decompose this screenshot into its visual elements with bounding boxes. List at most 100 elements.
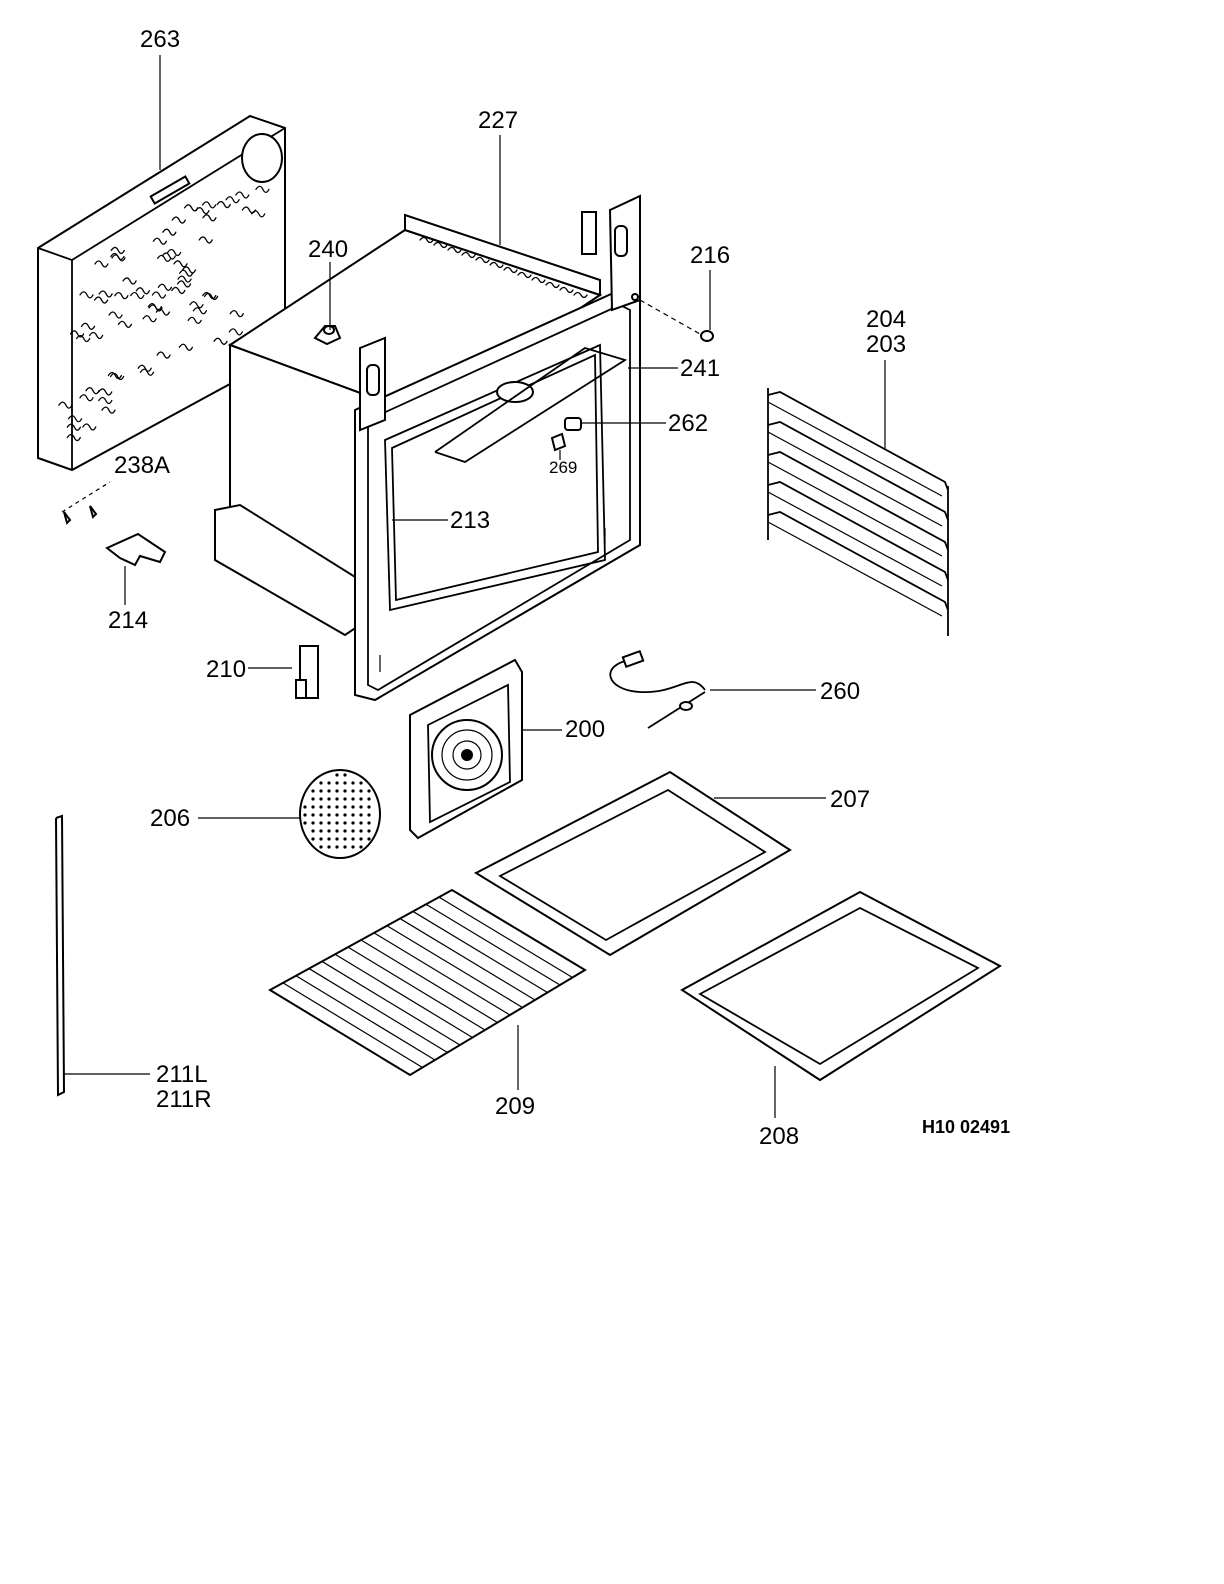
grille-hole	[343, 773, 347, 777]
insulation-texture-mark	[475, 256, 490, 264]
grille-hole	[303, 821, 307, 825]
grille-hole	[335, 837, 339, 841]
insulation-texture-mark	[228, 328, 243, 336]
insulation-texture-mark	[255, 185, 270, 193]
runner-rail-lower	[767, 461, 943, 557]
shelf-wire	[399, 918, 536, 1001]
callout-211R: 211R	[156, 1086, 212, 1113]
grille-hole	[359, 845, 363, 849]
callout-labels: 263 227 240 216 204 203 241 262 269 238A…	[108, 26, 1010, 1150]
runner-rail	[767, 451, 949, 551]
insulation-texture-mark	[202, 214, 217, 222]
grille-hole	[351, 797, 355, 801]
part-211-side-rail	[55, 814, 66, 1097]
grille-hole	[359, 789, 363, 793]
insulation-texture-mark	[503, 266, 518, 274]
grille-hole	[311, 797, 315, 801]
grille-hole	[359, 829, 363, 833]
insulation-texture-mark	[171, 216, 186, 224]
insulation-texture-mark	[117, 320, 133, 328]
insulation-texture-mark	[419, 236, 434, 244]
insulation-texture-mark	[229, 310, 244, 318]
grille-hole	[327, 829, 331, 833]
insulation-texture-mark	[181, 266, 197, 274]
drawing-code: H10 02491	[922, 1117, 1010, 1137]
grille-hole	[335, 813, 339, 817]
insulation-texture-mark	[187, 316, 202, 325]
insulation-texture-mark	[198, 236, 213, 244]
insulation-texture-mark	[545, 281, 560, 289]
shelf-wire	[425, 903, 561, 986]
grille-hole	[303, 805, 307, 809]
grille-hole	[311, 813, 315, 817]
insulation-texture-mark	[213, 337, 228, 345]
insulation-texture-mark	[156, 351, 171, 359]
part-200-fan-housing	[409, 658, 523, 840]
insulation-texture-mark	[167, 248, 182, 257]
grille-hole	[359, 805, 363, 809]
grille-hole	[335, 845, 339, 849]
grille-hole	[359, 781, 363, 785]
insulation-texture-mark	[114, 292, 129, 300]
insulation-texture-mark	[109, 372, 125, 381]
grille-hole	[319, 829, 323, 833]
insulation-texture-mark	[531, 276, 546, 284]
grille-hole	[303, 813, 307, 817]
callout-260: 260	[820, 678, 860, 705]
insulation-texture-mark	[82, 423, 97, 431]
insulation-texture-mark	[176, 280, 192, 288]
shelf-wire	[334, 953, 473, 1039]
callout-206: 206	[150, 805, 190, 832]
callout-214: 214	[108, 607, 148, 634]
part-214-bracket	[105, 532, 167, 567]
grille-hole	[319, 789, 323, 793]
shelf-wire	[412, 910, 548, 994]
callout-240: 240	[308, 236, 348, 263]
shelf-wire	[295, 975, 436, 1061]
grille-hole	[351, 829, 355, 833]
shelf-wire	[321, 960, 461, 1046]
insulation-texture-mark	[110, 252, 125, 261]
insulation-texture-mark	[98, 396, 113, 405]
shelf-wire	[373, 932, 511, 1016]
part-240-sensor	[313, 325, 342, 346]
insulation-texture-mark	[139, 368, 155, 376]
insulation-texture-mark	[137, 364, 152, 372]
insulation-texture-mark	[88, 331, 104, 340]
grille-hole	[311, 821, 315, 825]
runner-rail-lower	[767, 431, 943, 527]
insulation-texture-mark	[142, 315, 157, 323]
insulation-texture-mark	[151, 291, 167, 299]
insulation-texture-mark	[173, 260, 188, 268]
grille-hole	[327, 805, 331, 809]
grille-hole	[343, 781, 347, 785]
callout-204: 204	[866, 306, 906, 333]
insulation-texture-mark	[201, 201, 217, 209]
insulation-texture-mark	[110, 246, 125, 255]
part-263-insulation-panel	[37, 114, 286, 472]
grille-hole	[367, 821, 371, 825]
insulation-texture-mark	[93, 296, 109, 304]
part-216-screw	[631, 293, 714, 342]
grille-hole	[319, 821, 323, 825]
insulation-texture-mark	[98, 388, 113, 396]
shelf-wire	[282, 982, 423, 1069]
insulation-texture-mark	[130, 291, 145, 300]
insulation-texture-mark	[447, 246, 462, 254]
part-front-frame	[354, 194, 641, 702]
insulation-texture-mark	[135, 287, 150, 295]
insulation-texture-mark	[79, 394, 94, 402]
insulation-texture-mark	[179, 269, 194, 277]
insulation-texture-mark	[98, 290, 113, 298]
callout-227: 227	[478, 107, 518, 134]
grille-hole	[319, 781, 323, 785]
callout-213: 213	[450, 507, 490, 534]
grille-hole	[335, 797, 339, 801]
grille-hole	[359, 797, 363, 801]
insulation-texture-mark	[157, 254, 172, 263]
runner-rail	[767, 481, 949, 581]
part-210-door-switch	[295, 645, 319, 699]
part-206-fan-grille	[299, 769, 381, 859]
grille-hole	[319, 813, 323, 817]
callout-203: 203	[866, 331, 906, 358]
